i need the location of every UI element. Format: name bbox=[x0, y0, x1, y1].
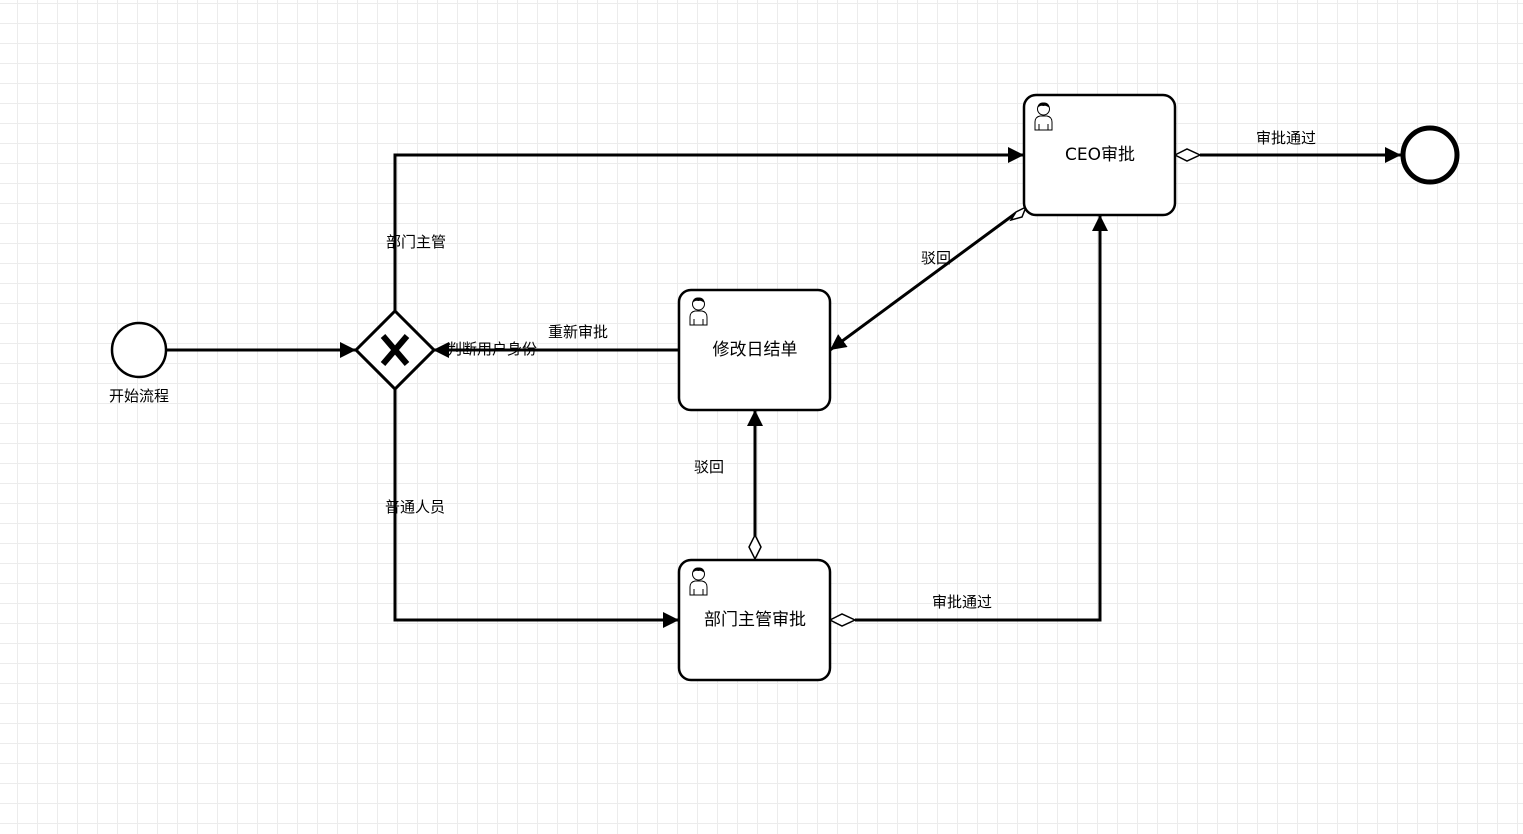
user-task-icon bbox=[689, 567, 708, 596]
flow-label-reapprove: 重新审批 bbox=[548, 323, 608, 341]
task-ceo-label: CEO审批 bbox=[1065, 145, 1135, 165]
user-task-icon bbox=[689, 297, 708, 326]
gateway-label: 判断用户身份 bbox=[447, 340, 537, 358]
flow-label-reject-ceo: 驳回 bbox=[921, 249, 951, 267]
x-mark-icon bbox=[380, 334, 410, 366]
task-modify-label: 修改日结单 bbox=[713, 340, 798, 360]
flow-dept-to-ceo[interactable] bbox=[828, 215, 1108, 627]
task-dept-approval[interactable] bbox=[677, 558, 832, 682]
flow-label-regular-staff: 普通人员 bbox=[385, 498, 445, 516]
flow-label-approved-dept: 审批通过 bbox=[932, 593, 992, 611]
user-task-icon bbox=[1034, 102, 1053, 131]
task-modify-statement[interactable] bbox=[677, 288, 832, 412]
start-event-label: 开始流程 bbox=[109, 387, 169, 405]
flow-label-dept-manager: 部门主管 bbox=[386, 233, 446, 251]
conditional-diamond-icon bbox=[748, 533, 762, 561]
flow-dept-to-modify[interactable] bbox=[747, 410, 763, 561]
task-dept-label: 部门主管审批 bbox=[704, 610, 806, 630]
start-event[interactable] bbox=[110, 321, 168, 379]
flow-gateway-to-dept[interactable] bbox=[393, 389, 679, 628]
flow-gateway-to-ceo[interactable] bbox=[393, 147, 1024, 311]
flow-label-reject-dept: 驳回 bbox=[694, 458, 724, 476]
conditional-diamond-icon bbox=[1173, 148, 1202, 162]
end-event[interactable] bbox=[1400, 125, 1460, 185]
flow-ceo-to-modify[interactable] bbox=[829, 205, 1028, 352]
conditional-diamond-icon bbox=[1009, 205, 1028, 222]
conditional-diamond-icon bbox=[828, 613, 857, 627]
flow-label-approved-ceo: 审批通过 bbox=[1256, 129, 1316, 147]
flow-ceo-to-end[interactable] bbox=[1173, 147, 1401, 163]
exclusive-gateway[interactable] bbox=[353, 308, 437, 392]
task-ceo-approval[interactable] bbox=[1022, 93, 1177, 217]
